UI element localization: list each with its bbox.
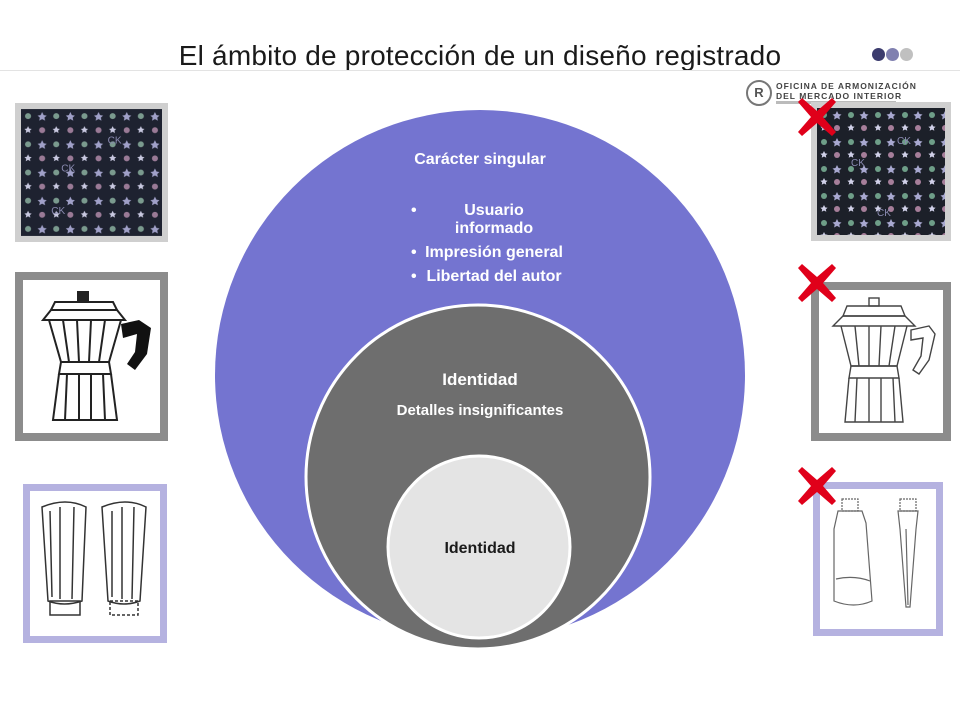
coffee-pot-sketch-image <box>831 297 936 423</box>
cross-icon <box>798 467 836 505</box>
middle-circle-title: Identidad <box>442 370 518 389</box>
outer-circle-title: Carácter singular <box>414 151 546 168</box>
bottle-sketch-image <box>833 498 919 608</box>
bullet-impresion-general: Impresión general <box>405 244 565 262</box>
svg-text:CK: CK <box>61 163 75 174</box>
outer-bullet-list: Usuario informado Impresión general Libe… <box>405 202 565 292</box>
bottle-sketch-image <box>41 501 147 616</box>
svg-text:CK: CK <box>851 158 865 169</box>
svg-text:CK: CK <box>108 135 122 146</box>
bullet-usuario-informado: Usuario informado <box>405 202 565 238</box>
right-coffee-pot-thumbnail <box>811 282 951 441</box>
page-title: El ámbito de protección de un diseño reg… <box>178 40 782 71</box>
right-fabric-thumbnail: CK CK CK <box>811 102 951 241</box>
inner-circle <box>386 454 572 640</box>
dot-light <box>900 48 913 61</box>
dot-dark <box>872 48 885 61</box>
coffee-pot-image <box>40 291 151 421</box>
inner-circle-title: Identidad <box>444 540 516 557</box>
left-bottle-thumbnail <box>23 484 167 643</box>
logo-line-1: OFICINA DE ARMONIZACIÓN <box>776 81 917 91</box>
cross-icon <box>798 264 836 302</box>
logo-emblem: R <box>746 80 772 106</box>
bullet-libertad-autor: Libertad del autor <box>405 268 565 286</box>
cross-icon <box>798 98 836 136</box>
fabric-pattern-image: CK CK CK <box>21 109 162 236</box>
brand-dots <box>872 48 914 66</box>
header-divider <box>0 70 960 71</box>
left-fabric-thumbnail: CK CK CK <box>15 103 168 242</box>
fabric-pattern-image: CK CK CK <box>817 108 945 235</box>
svg-text:CK: CK <box>51 206 65 217</box>
left-coffee-pot-thumbnail <box>15 272 168 441</box>
dot-mid <box>886 48 899 61</box>
right-bottle-thumbnail <box>813 482 943 636</box>
middle-circle-subtitle: Detalles insignificantes <box>396 402 564 419</box>
svg-text:CK: CK <box>877 208 891 219</box>
svg-text:CK: CK <box>897 136 911 147</box>
logo-line-2: DEL MERCADO INTERIOR <box>776 91 903 101</box>
